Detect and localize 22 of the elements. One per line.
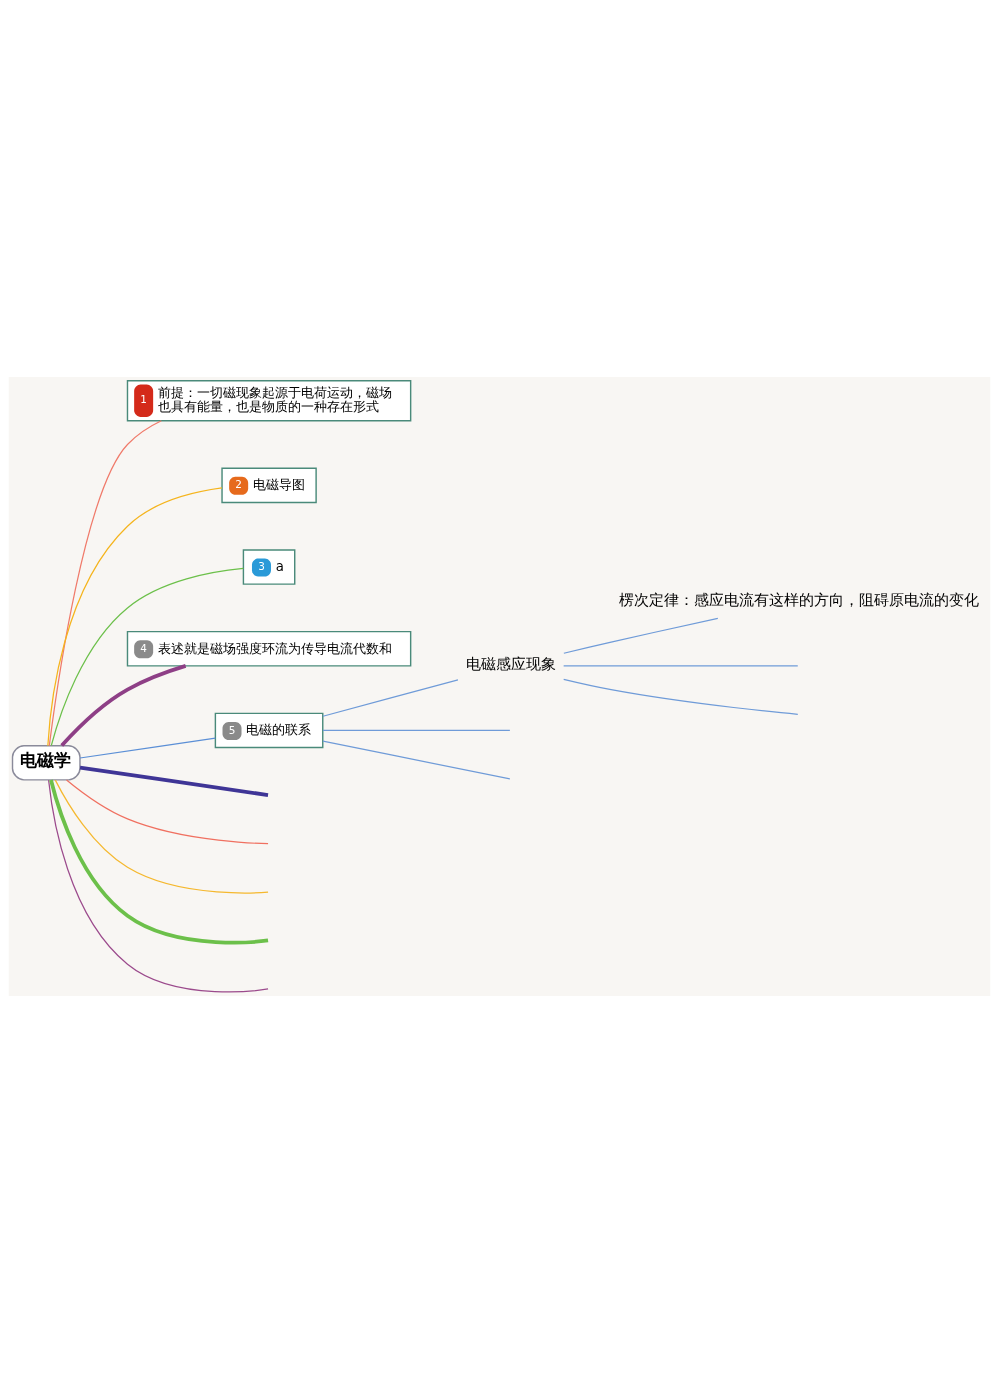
node-text: 电磁感应现象: [465, 655, 556, 674]
connector: [79, 765, 269, 797]
connector: [322, 729, 511, 732]
connector: [79, 737, 216, 759]
connector: [48, 420, 162, 747]
connector: [65, 779, 269, 845]
connector: [563, 665, 799, 667]
node-box: 2 电磁导图: [221, 467, 317, 504]
node-text: 楞次定律：感应电流有这样的方向，阻碍原电流的变化: [618, 590, 979, 609]
connector: [563, 617, 719, 654]
connector: [49, 779, 269, 945]
node-box: 3 a: [242, 549, 296, 585]
node-box: 电磁学: [11, 744, 81, 781]
node-box: 5 电磁的联系: [214, 712, 324, 749]
connector: [54, 779, 269, 894]
connector: [47, 487, 223, 747]
connector: [60, 664, 187, 747]
node-box: 4 表述就是磁场强度环流为传导电流代数和: [126, 630, 412, 667]
connector: [322, 679, 459, 717]
connector: [322, 740, 511, 780]
connector: [47, 779, 269, 993]
connector: [563, 678, 799, 715]
